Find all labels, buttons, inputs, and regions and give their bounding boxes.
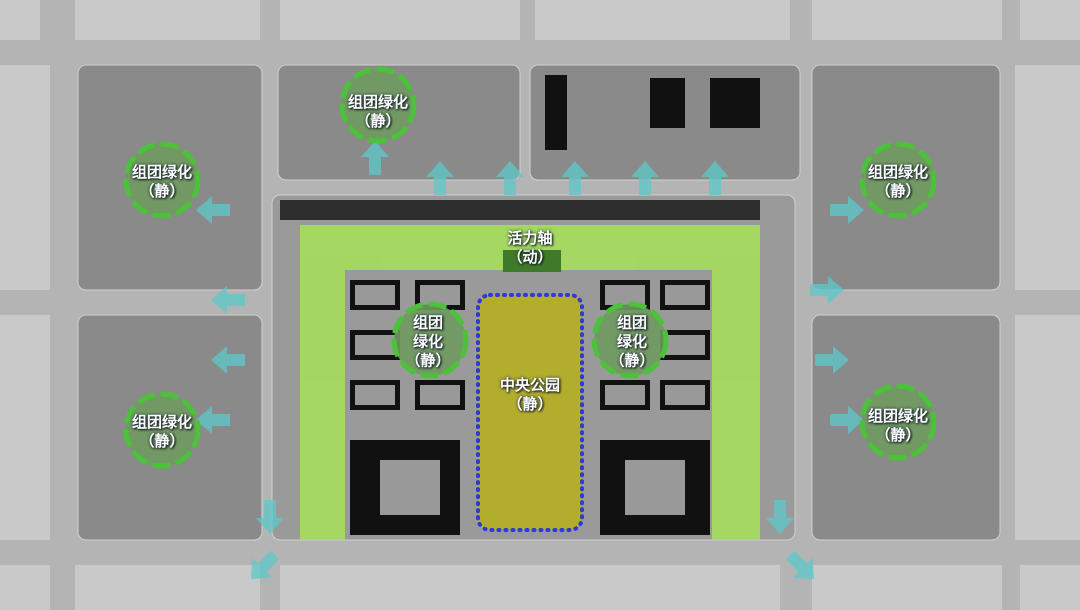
cluster-green-circles: [123, 66, 937, 469]
cluster-circle-inner-left: [391, 301, 469, 379]
connection-arrows: [196, 141, 864, 580]
cluster-label-bottom-right: 组团绿化 （静）: [867, 407, 929, 444]
connection-arrow: [211, 286, 245, 314]
connection-arrow: [561, 161, 589, 195]
cluster-label-inner-right: 组团 绿化 （静）: [609, 313, 655, 370]
cluster-circle-inner-right: [591, 301, 669, 379]
cluster-circle-top-center: [339, 66, 417, 144]
cluster-label-top-left: 组团绿化 （静）: [131, 163, 193, 200]
central-park: [476, 293, 584, 532]
connection-arrow: [766, 500, 794, 534]
connection-arrow: [631, 161, 659, 195]
connection-arrow: [196, 406, 230, 434]
central-park-label: 中央公园 （静）: [499, 376, 561, 413]
cluster-circle-bottom-left: [123, 391, 201, 469]
connection-arrow: [256, 500, 284, 534]
building-courtyards: [355, 285, 705, 515]
cluster-label-top-center: 组团绿化 （静）: [347, 93, 409, 130]
cluster-label-bottom-left: 组团绿化 （静）: [131, 413, 193, 450]
connection-arrow: [701, 161, 729, 195]
cluster-circle-top-left: [123, 141, 201, 219]
connection-arrow: [496, 161, 524, 195]
connection-arrow: [830, 406, 864, 434]
connection-arrow: [810, 276, 844, 304]
cluster-circle-bottom-right: [859, 383, 937, 461]
vitality-axis-label-bg: [503, 250, 561, 272]
cluster-circle-top-right: [859, 141, 937, 219]
connection-arrow: [830, 196, 864, 224]
connection-arrow: [785, 550, 815, 580]
connection-arrow: [815, 346, 849, 374]
connection-arrow: [426, 161, 454, 195]
cluster-label-inner-left: 组团 绿化 （静）: [405, 313, 451, 370]
vitality-axis-green: [300, 225, 760, 540]
connection-arrow: [361, 141, 389, 175]
connection-arrow: [196, 196, 230, 224]
vitality-axis-label: 活力轴 （动）: [507, 229, 553, 266]
connection-arrow: [211, 346, 245, 374]
connection-arrow: [250, 550, 280, 580]
cluster-label-top-right: 组团绿化 （静）: [867, 163, 929, 200]
